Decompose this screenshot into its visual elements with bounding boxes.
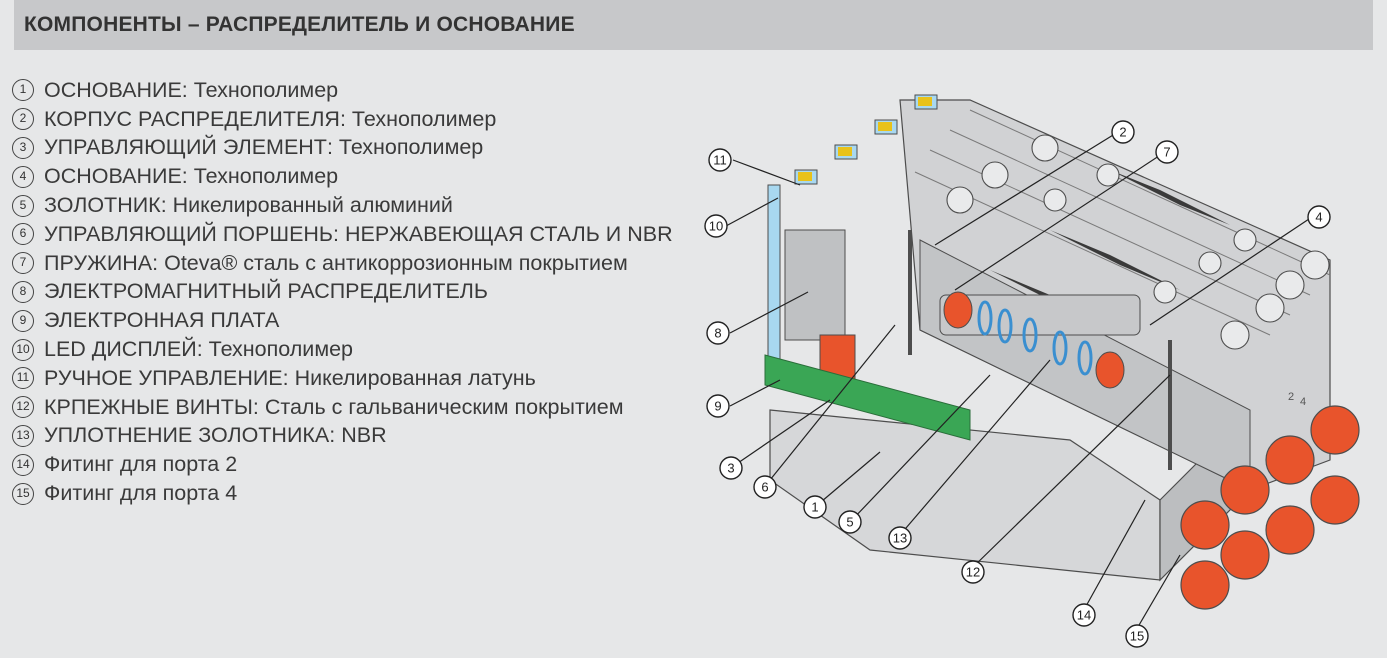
svg-text:9: 9	[714, 399, 721, 414]
callout-13: 13	[888, 526, 912, 550]
legend-number-badge: 7	[12, 252, 34, 275]
callout-8: 8	[706, 321, 730, 345]
callout-15: 15	[1125, 624, 1149, 648]
callout-4: 4	[1307, 205, 1331, 229]
spool-section	[908, 230, 1172, 470]
legend-item-2: 2 КОРПУС РАСПРЕДЕЛИТЕЛЯ: Технополимер	[12, 105, 673, 134]
legend-item-text: УПРАВЛЯЮЩИЙ ЭЛЕМЕНТ: Технополимер	[44, 135, 484, 160]
legend-number-badge: 13	[12, 424, 34, 447]
legend-number-badge: 4	[12, 165, 34, 188]
svg-text:13: 13	[893, 531, 907, 546]
svg-text:5: 5	[846, 515, 853, 530]
callout-1: 1	[803, 495, 827, 519]
svg-text:1: 1	[811, 500, 818, 515]
callout-3: 3	[719, 456, 743, 480]
legend-item-10: 10 LED ДИСПЛЕЙ: Технополимер	[12, 335, 673, 364]
legend-item-text: Фитинг для порта 2	[44, 452, 238, 477]
legend-item-text: РУЧНОЕ УПРАВЛЕНИЕ: Никелированная латунь	[44, 365, 536, 390]
legend-item-text: УПРАВЛЯЮЩИЙ ПОРШЕНЬ: НЕРЖАВЕЮЩАЯ СТАЛЬ И…	[44, 221, 673, 246]
legend-item-text: КОРПУС РАСПРЕДЕЛИТЕЛЯ: Технополимер	[44, 106, 497, 131]
legend-number-badge: 6	[12, 223, 34, 246]
legend-item-text: LED ДИСПЛЕЙ: Технополимер	[44, 337, 354, 362]
legend-item-text: Фитинг для порта 4	[44, 481, 238, 506]
legend-item-9: 9 ЭЛЕКТРОННАЯ ПЛАТА	[12, 306, 673, 335]
led-displays	[794, 94, 938, 185]
legend-number-badge: 3	[12, 136, 34, 159]
legend-number-badge: 14	[12, 453, 34, 476]
legend-item-text: УПЛОТНЕНИЕ ЗОЛОТНИКА: NBR	[44, 423, 387, 448]
header-bar: КОМПОНЕНТЫ – РАСПРЕДЕЛИТЕЛЬ И ОСНОВАНИЕ	[14, 0, 1373, 50]
svg-text:14: 14	[1077, 608, 1091, 623]
legend-number-badge: 12	[12, 396, 34, 419]
legend-item-text: ЭЛЕКТРОМАГНИТНЫЙ РАСПРЕДЕЛИТЕЛЬ	[44, 279, 489, 304]
legend-item-text: ЗОЛОТНИК: Никелированный алюминий	[44, 193, 453, 218]
svg-text:3: 3	[727, 461, 734, 476]
svg-text:4: 4	[1315, 210, 1322, 225]
legend-item-text: ЭЛЕКТРОННАЯ ПЛАТА	[44, 308, 280, 333]
legend-number-badge: 15	[12, 482, 34, 505]
legend-item-text: ПРУЖИНА: Oteva® сталь с антикоррозионным…	[44, 250, 628, 275]
svg-text:6: 6	[761, 480, 768, 495]
callout-7: 7	[1155, 140, 1179, 164]
legend-item-text: КРПЕЖНЫЕ ВИНТЫ: Сталь с гальваническим п…	[44, 394, 624, 419]
legend-item-13: 13 УПЛОТНЕНИЕ ЗОЛОТНИКА: NBR	[12, 422, 673, 451]
legend-number-badge: 11	[12, 367, 34, 390]
callout-12: 12	[961, 560, 985, 584]
legend-item-15: 15 Фитинг для порта 4	[12, 479, 673, 508]
legend-item-3: 3 УПРАВЛЯЮЩИЙ ЭЛЕМЕНТ: Технополимер	[12, 134, 673, 163]
legend-item-4: 4 ОСНОВАНИЕ: Технополимер	[12, 162, 673, 191]
legend-item-12: 12 КРПЕЖНЫЕ ВИНТЫ: Сталь с гальваническим…	[12, 393, 673, 422]
legend-item-5: 5 ЗОЛОТНИК: Никелированный алюминий	[12, 191, 673, 220]
legend-item-11: 11 РУЧНОЕ УПРАВЛЕНИЕ: Никелированная лату…	[12, 364, 673, 393]
legend-item-6: 6 УПРАВЛЯЮЩИЙ ПОРШЕНЬ: НЕРЖАВЕЮЩАЯ СТАЛЬ …	[12, 220, 673, 249]
port-mark-2: 2	[1288, 391, 1294, 403]
legend-number-badge: 5	[12, 194, 34, 217]
legend-number-badge: 1	[12, 79, 34, 102]
svg-text:7: 7	[1163, 145, 1170, 160]
svg-text:12: 12	[966, 565, 980, 580]
legend-number-badge: 9	[12, 309, 34, 332]
legend-item-text: ОСНОВАНИЕ: Технополимер	[44, 164, 339, 189]
callout-10: 10	[704, 214, 728, 238]
legend-item-7: 7 ПРУЖИНА: Oteva® сталь с антикоррозионны…	[12, 249, 673, 278]
svg-text:11: 11	[713, 153, 727, 168]
pcb-board	[764, 354, 971, 441]
legend-number-badge: 8	[12, 280, 34, 303]
svg-text:10: 10	[709, 219, 723, 234]
solenoid-section	[767, 184, 856, 386]
callout-6: 6	[753, 475, 777, 499]
page-title: КОМПОНЕНТЫ – РАСПРЕДЕЛИТЕЛЬ И ОСНОВАНИЕ	[24, 13, 575, 36]
legend-item-8: 8 ЭЛЕКТРОМАГНИТНЫЙ РАСПРЕДЕЛИТЕЛЬ	[12, 278, 673, 307]
legend-item-text: ОСНОВАНИЕ: Технополимер	[44, 77, 339, 102]
legend-item-1: 1 ОСНОВАНИЕ: Технополимер	[12, 76, 673, 105]
legend-item-14: 14 Фитинг для порта 2	[12, 450, 673, 479]
port-marks: 2 4	[1288, 391, 1306, 408]
leader-lines	[725, 131, 1313, 633]
port-mark-4: 4	[1300, 396, 1306, 408]
callout-9: 9	[706, 394, 730, 418]
svg-text:2: 2	[1119, 125, 1126, 140]
callout-5: 5	[838, 510, 862, 534]
legend-number-badge: 2	[12, 108, 34, 131]
callout-14: 14	[1072, 603, 1096, 627]
callout-2: 2	[1111, 120, 1135, 144]
callout-11: 11	[708, 148, 732, 172]
valve-manifold-diagram: 2 4 11 10 2 7 4 8 9 3 6 1 5 13 12 14 15	[704, 94, 1360, 648]
legend-number-badge: 10	[12, 338, 34, 361]
callouts: 11 10 2 7 4 8 9 3 6 1 5 13 12 14 15	[704, 120, 1331, 648]
svg-text:15: 15	[1130, 629, 1144, 644]
port-fittings	[1180, 405, 1360, 610]
svg-text:8: 8	[714, 326, 721, 341]
